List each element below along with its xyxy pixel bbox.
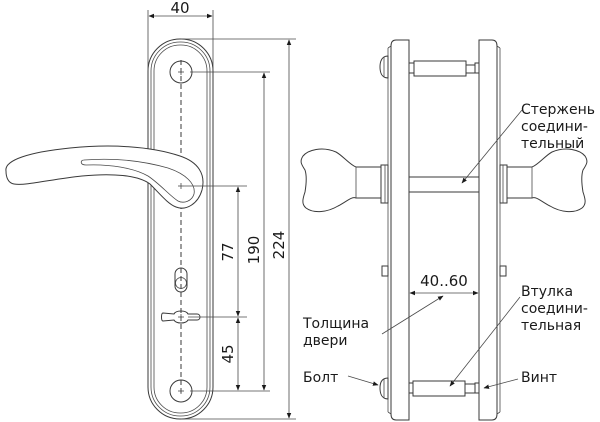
- svg-text:соедини-: соедини-: [521, 119, 588, 135]
- label-sleeve: Втулка соедини- тельная: [449, 284, 588, 387]
- svg-text:двери: двери: [303, 333, 348, 349]
- bottom-sleeve-icon: [408, 380, 480, 397]
- dim-hole-spacing: 190: [190, 71, 270, 392]
- svg-text:Стержень: Стержень: [521, 102, 595, 118]
- dim-plate-height: 224: [181, 38, 296, 420]
- left-lug-icon: [381, 265, 389, 277]
- backplate: [147, 38, 214, 420]
- right-lug-icon: [499, 265, 507, 277]
- left-knob-icon: [300, 148, 389, 213]
- bottom-bolt-head-icon: [379, 377, 389, 400]
- svg-text:Толщина: Толщина: [302, 316, 369, 332]
- dim-key-bottom-spacing-label: 45: [219, 344, 237, 363]
- front-view: 40 224 190 77 45: [5, 0, 296, 420]
- keyhole-slot-icon: [174, 267, 188, 293]
- side-view: 40..60 Стержень соедини- тельный Втулка …: [300, 39, 595, 421]
- svg-text:Винт: Винт: [521, 370, 557, 386]
- label-door-thickness: Толщина двери: [302, 295, 444, 349]
- connecting-rod-icon: [408, 176, 480, 193]
- right-knob-icon: [499, 148, 588, 213]
- svg-text:Болт: Болт: [303, 370, 338, 386]
- dim-key-bottom-spacing: 45: [219, 317, 241, 391]
- lever-handle-icon: [5, 145, 204, 209]
- dim-handle-key-spacing-label: 77: [219, 242, 237, 261]
- label-screw: Винт: [483, 370, 557, 389]
- dim-plate-width-label: 40: [170, 0, 189, 17]
- top-bolt-head-icon: [379, 55, 389, 79]
- dim-plate-width: 40: [147, 0, 214, 70]
- label-rod: Стержень соедини- тельный: [461, 102, 595, 184]
- svg-text:тельная: тельная: [521, 318, 581, 334]
- dim-plate-height-label: 224: [270, 231, 288, 260]
- top-sleeve-icon: [408, 60, 480, 77]
- left-backplate: [387, 39, 410, 421]
- svg-text:Втулка: Втулка: [521, 284, 573, 300]
- label-bolt: Болт: [303, 370, 379, 386]
- dim-door-thickness-label: 40..60: [420, 272, 468, 290]
- dim-door-thickness: 40..60: [409, 272, 479, 296]
- dim-hole-spacing-label: 190: [245, 236, 263, 265]
- svg-text:тельный: тельный: [521, 136, 584, 152]
- dim-handle-key-spacing: 77: [184, 185, 247, 318]
- thumb-turn-icon: [161, 310, 201, 324]
- right-backplate: [478, 39, 501, 421]
- svg-text:соедини-: соедини-: [521, 301, 588, 317]
